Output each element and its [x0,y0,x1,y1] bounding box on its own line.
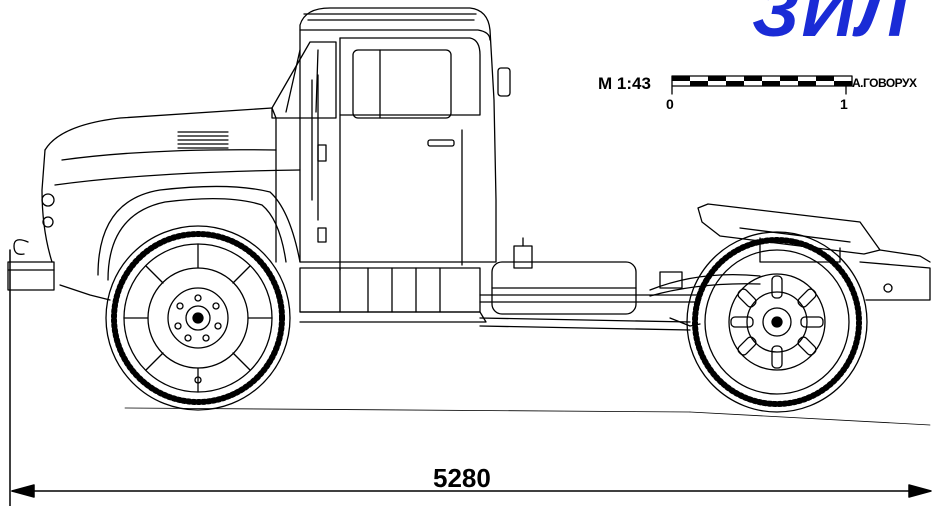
overall-length-dimension: 5280 [433,463,491,493]
front-wheel [105,225,291,411]
front-bumper-hook [7,239,111,301]
dimension-line [9,249,932,506]
scale-label: М 1:43 [598,74,651,93]
scale-bar [671,75,853,95]
cab-outline [271,7,511,271]
chassis-frame [299,267,701,331]
brand-logo-text: ЗИЛ [752,0,910,52]
ground-line [124,407,931,426]
rear-suspension [649,271,761,327]
fuel-tank [491,237,637,315]
scale-tick-start: 0 [666,96,674,112]
scale-tick-end: 1 [840,96,848,112]
hood-and-fender [41,107,301,281]
author-credit: А.ГОВОРУХ [852,76,917,90]
rear-wheel [686,231,868,413]
fifth-wheel-coupling [697,203,931,301]
hood-vent-grille [177,131,229,149]
